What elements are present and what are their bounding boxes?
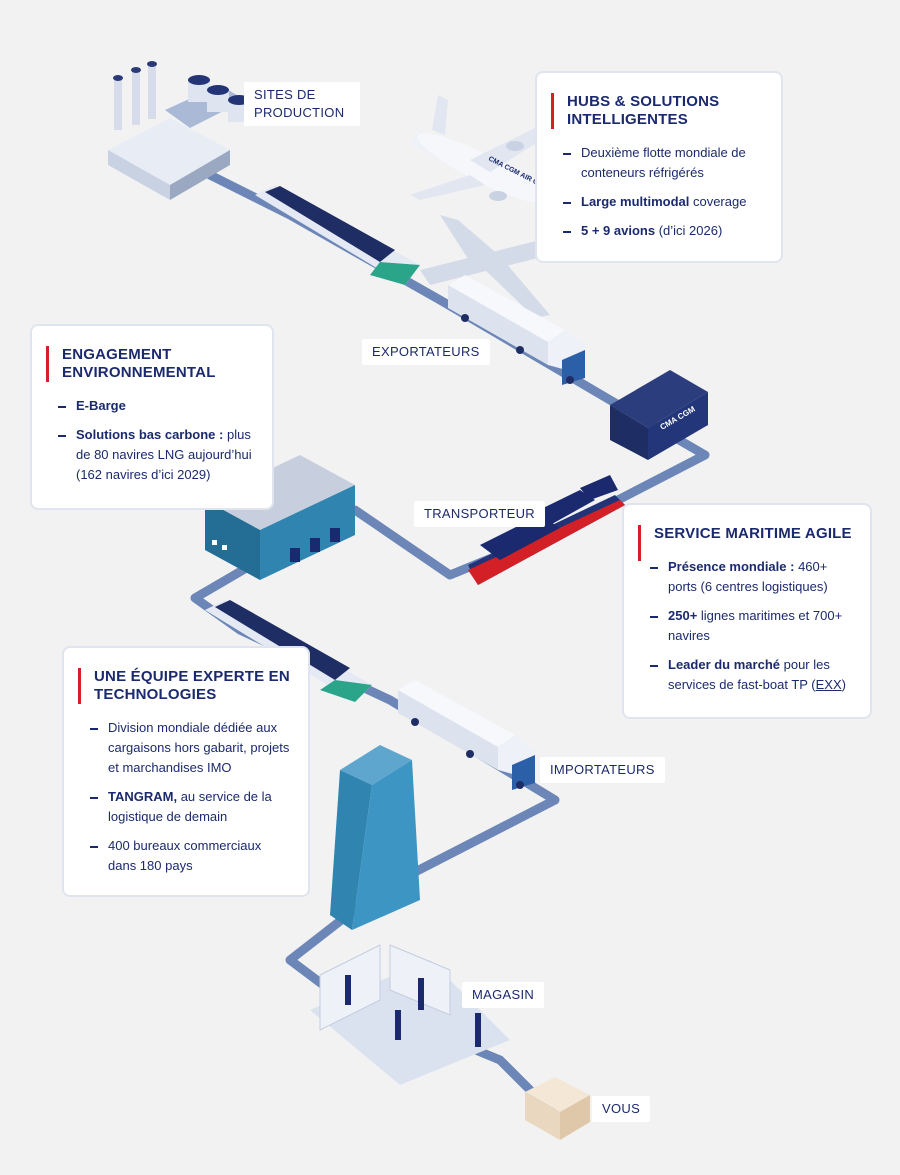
tower-icon xyxy=(330,745,420,930)
barge-icon-top xyxy=(255,185,420,285)
store-icon xyxy=(310,944,510,1085)
label-magasin: MAGASIN xyxy=(462,982,545,1008)
label-exportateurs: EXPORTATEURS xyxy=(362,339,490,365)
list-item: TANGRAM, au service de la logistique de … xyxy=(90,787,290,827)
route-path xyxy=(190,170,710,1125)
factory-icon xyxy=(108,61,250,200)
ship-icon xyxy=(468,475,625,585)
list-item: 250+ lignes maritimes et 700+ navires xyxy=(650,606,852,646)
list-item: Solutions bas carbone : plus de 80 navir… xyxy=(58,425,254,485)
label-vous: VOUS xyxy=(592,1096,651,1122)
list-item: E-Barge xyxy=(58,396,254,416)
label-sites-de-production: SITES DE PRODUCTION xyxy=(244,82,360,126)
label-transporteur: TRANSPORTEUR xyxy=(414,501,545,527)
list-item: 5 + 9 avions (d’ici 2026) xyxy=(563,221,763,241)
card-equipe: UNE ÉQUIPE EXPERTE EN TECHNOLOGIES Divis… xyxy=(62,646,310,897)
truck-icon-export xyxy=(448,275,585,385)
truck-icon-import xyxy=(398,680,535,790)
list-item: Division mondiale dédiée aux cargaisons … xyxy=(90,718,290,778)
exx-link[interactable]: EXX xyxy=(815,677,842,692)
container-icon xyxy=(610,370,708,460)
list-item: Large multimodal coverage xyxy=(563,192,763,212)
list-item: 400 bureaux commerciaux dans 180 pays xyxy=(90,836,290,876)
card-hubs: HUBS & SOLUTIONS INTELLIGENTES Deuxième … xyxy=(535,71,783,263)
warehouse-icon xyxy=(205,455,355,580)
list-item: Deuxième flotte mondiale de conteneurs r… xyxy=(563,143,763,183)
box-icon xyxy=(525,1077,590,1140)
plane-shadow xyxy=(420,215,570,318)
label-importateurs: IMPORTATEURS xyxy=(540,757,665,783)
list-item: Présence mondiale : 460+ ports (6 centre… xyxy=(650,557,852,597)
card-title: ENGAGEMENT ENVIRONNEMENTAL xyxy=(46,346,254,382)
card-title: UNE ÉQUIPE EXPERTE EN TECHNOLOGIES xyxy=(78,668,290,704)
card-environnement: ENGAGEMENT ENVIRONNEMENTAL E-Barge Solut… xyxy=(30,324,274,510)
card-title: SERVICE MARITIME AGILE xyxy=(638,525,852,561)
list-item: Leader du marché pour les services de fa… xyxy=(650,655,852,695)
card-title: HUBS & SOLUTIONS INTELLIGENTES xyxy=(551,93,763,129)
card-maritime: SERVICE MARITIME AGILE Présence mondiale… xyxy=(622,503,872,719)
